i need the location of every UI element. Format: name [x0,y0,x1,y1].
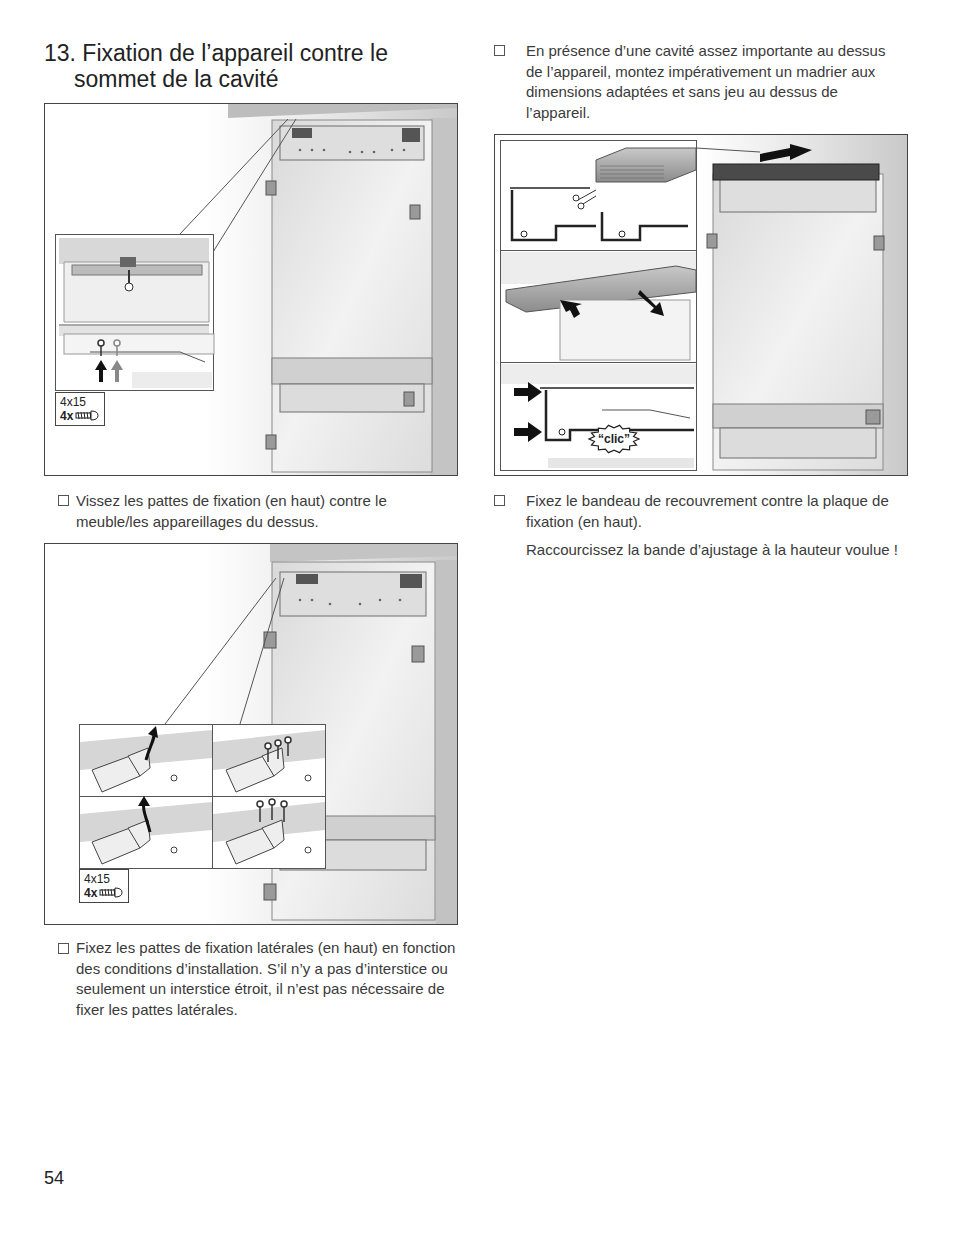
screw-quantity: 4x [84,886,97,900]
instruction-text: Raccourcissez la bande d’ajustage à la h… [526,540,910,561]
screw-size: 4x15 [60,395,86,409]
text-line: 4x [60,409,99,423]
text-line: 4x15 [60,395,99,409]
page-number: 54 [44,1168,124,1189]
sound-word: “clic” [598,432,630,446]
screw-size: 4x15 [84,872,110,886]
starburst-outline [589,425,639,452]
instruction-text: Fixez les pattes de fixation latérales (… [76,938,458,1020]
screw-count-box: 4x154x [55,392,105,426]
figure-panel [45,544,458,925]
text-line: 4x [84,886,123,900]
instruction-text: En présence d’une cavité assez important… [526,41,888,123]
section-title: 13. Fixation de l’appareil contre le som… [44,40,446,92]
screw-count-box: 4x154x [79,869,129,903]
instruction-text: Vissez les pattes de fixation (en haut) … [76,491,428,532]
figure-panel [45,104,458,476]
screw-quantity: 4x [60,409,73,423]
figure-panel [495,135,908,476]
screw-icon [75,410,99,421]
text-line: “clic” [598,432,630,446]
click-callout: “clic” [588,424,640,454]
text-line: 4x15 [84,872,123,886]
screw-icon [99,887,123,898]
instruction-text: Fixez le bandeau de recouvrement contre … [526,491,910,532]
